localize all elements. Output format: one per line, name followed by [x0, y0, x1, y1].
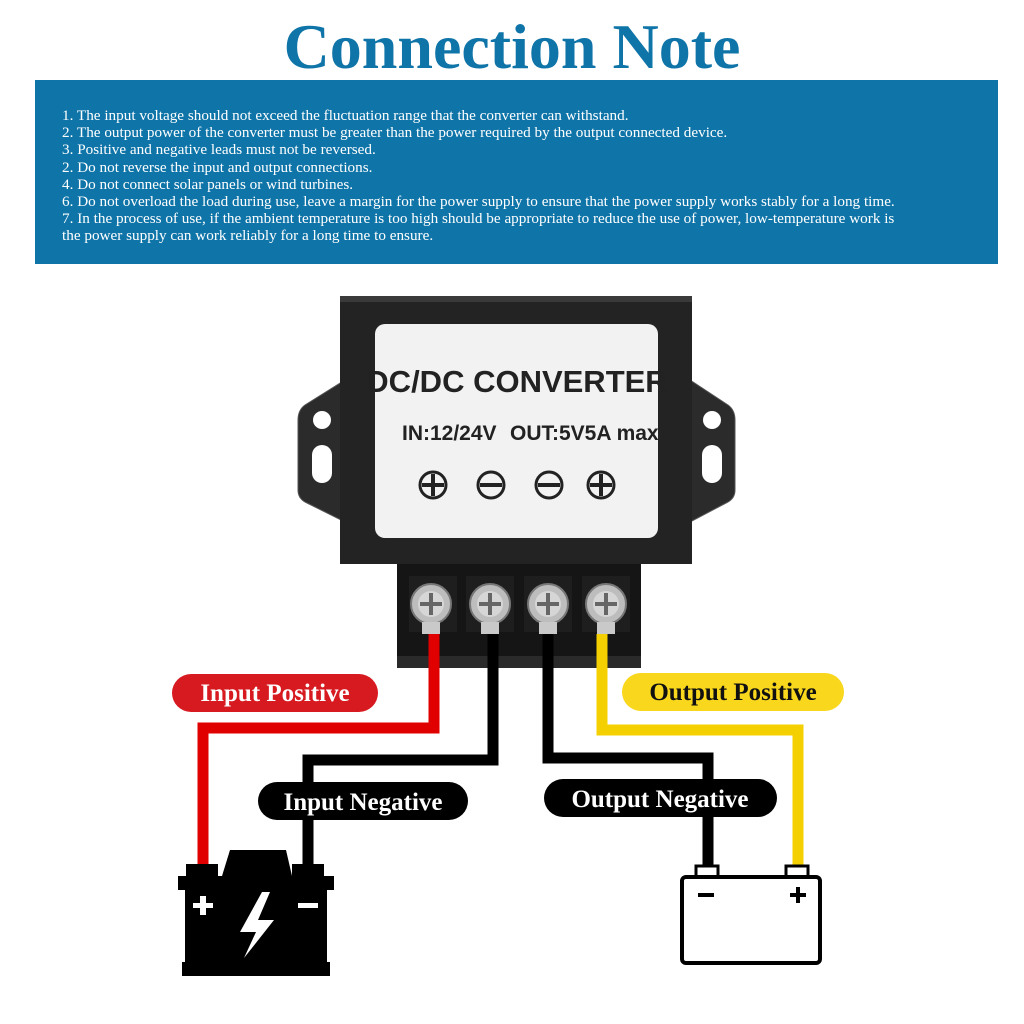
connection-notes-panel: 1. The input voltage should not exceed t…: [35, 80, 998, 264]
output-negative-label: Output Negative: [544, 779, 777, 817]
output-spec: OUT:5V5A max: [510, 422, 659, 445]
input-negative-wire: [302, 634, 499, 870]
plus-symbol-icon: [586, 470, 616, 500]
output-positive-wire: [596, 634, 804, 872]
note-line: 4. Do not connect solar panels or wind t…: [62, 175, 354, 193]
input-negative-label: Input Negative: [258, 782, 468, 820]
plus-symbol-icon: [418, 470, 448, 500]
note-line: 3. Positive and negative leads must not …: [62, 141, 376, 159]
mounting-hole: [313, 411, 331, 429]
output-positive-text: Output Positive: [649, 679, 816, 706]
car-battery-icon: [178, 850, 334, 976]
minus-symbol-icon: [534, 470, 564, 500]
input-positive-text: Input Positive: [200, 680, 349, 707]
dc-dc-converter: DC/DC CONVERTER IN:12/24V OUT:5V5A max: [297, 296, 736, 668]
input-negative-text: Input Negative: [283, 789, 442, 816]
input-positive-label: Input Positive: [172, 674, 378, 712]
input-spec: IN:12/24V: [402, 422, 497, 445]
output-negative-wire: [542, 634, 714, 872]
note-line: the power supply can work reliably for a…: [62, 227, 434, 245]
page-title: Connection Note: [283, 11, 741, 82]
note-line: 2. Do not reverse the input and output c…: [62, 158, 373, 176]
input-positive-wire: [197, 634, 440, 870]
mounting-slot: [702, 445, 722, 483]
output-negative-text: Output Negative: [571, 786, 748, 813]
note-line: 2. The output power of the converter mus…: [62, 124, 728, 142]
terminal-screw-icon: [466, 576, 514, 634]
terminal-screw-icon: [524, 576, 572, 634]
minus-symbol-icon: [476, 470, 506, 500]
terminal-screw-icon: [409, 576, 457, 634]
mounting-slot: [312, 445, 332, 483]
output-positive-label: Output Positive: [622, 673, 844, 711]
note-line: 1. The input voltage should not exceed t…: [62, 107, 629, 124]
battery-outline-icon: [680, 864, 822, 965]
terminal-screw-icon: [582, 576, 630, 634]
mounting-hole: [703, 411, 721, 429]
note-line: 7. In the process of use, if the ambient…: [62, 210, 895, 228]
device-name: DC/DC CONVERTER: [366, 364, 667, 399]
note-line: 6. Do not overload the load during use, …: [62, 193, 895, 211]
